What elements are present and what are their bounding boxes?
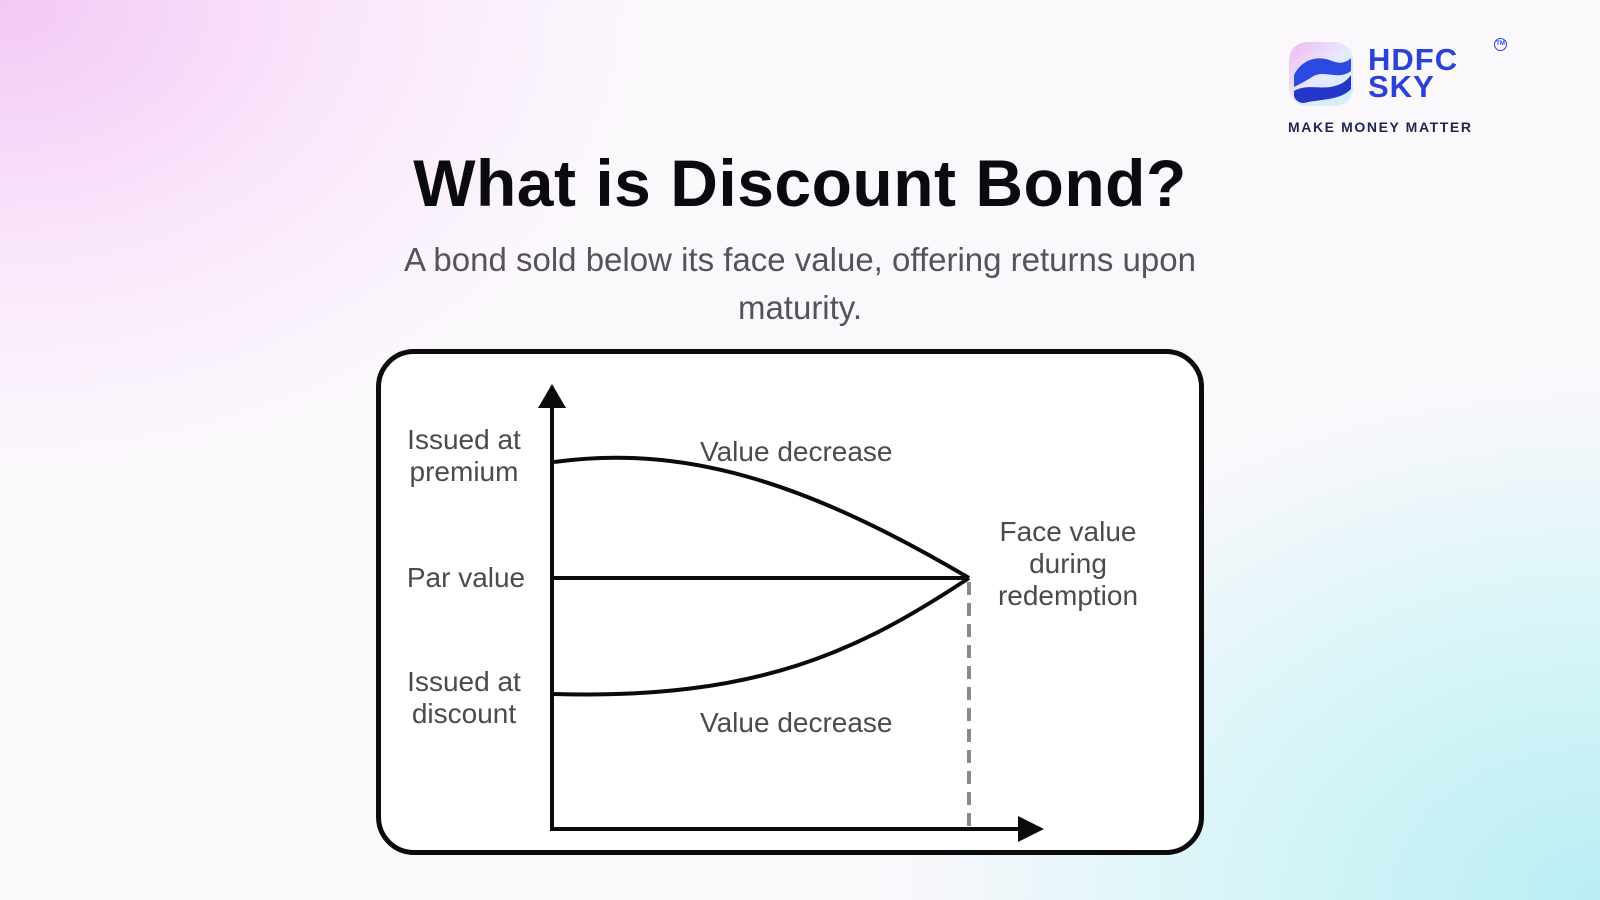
logo-badge-icon [1289,42,1353,106]
discount-curve [553,576,971,697]
label-issued-at-premium: Issued at premium [394,424,534,488]
label-issued-at-discount: Issued at discount [394,666,534,730]
label-face-line1: Face value [999,516,1137,547]
y-axis-arrowhead [538,384,566,408]
diagram-card [376,349,1204,855]
label-premium-line2: premium [409,456,519,487]
page-title: What is Discount Bond? [413,146,1187,220]
label-discount-line1: Issued at [407,666,521,697]
label-value-decrease-bottom: Value decrease [700,707,893,738]
label-face-line2: during [1029,548,1107,579]
label-discount-line2: discount [411,698,517,729]
logo-word-hdfc: HDFC [1368,42,1459,77]
brand-tagline: MAKE MONEY MATTER [1288,119,1473,135]
label-par-value: Par value [406,562,526,593]
x-axis-arrowhead [1018,816,1044,842]
trademark-mark: TM [1494,38,1507,51]
logo-wordmark: HDFC SKY [1368,42,1459,104]
label-premium-line1: Issued at [407,424,521,455]
page-subtitle: A bond sold below its face value, offeri… [404,241,1196,326]
premium-curve [553,455,971,580]
label-value-decrease-top: Value decrease [700,436,893,467]
hdfc-sky-logo: HDFC SKY TM MAKE MONEY MATTER [1288,38,1508,138]
label-face-value-redemption: Face value during redemption [978,516,1158,612]
label-face-line3: redemption [997,580,1139,611]
logo-word-sky: SKY [1368,69,1435,104]
